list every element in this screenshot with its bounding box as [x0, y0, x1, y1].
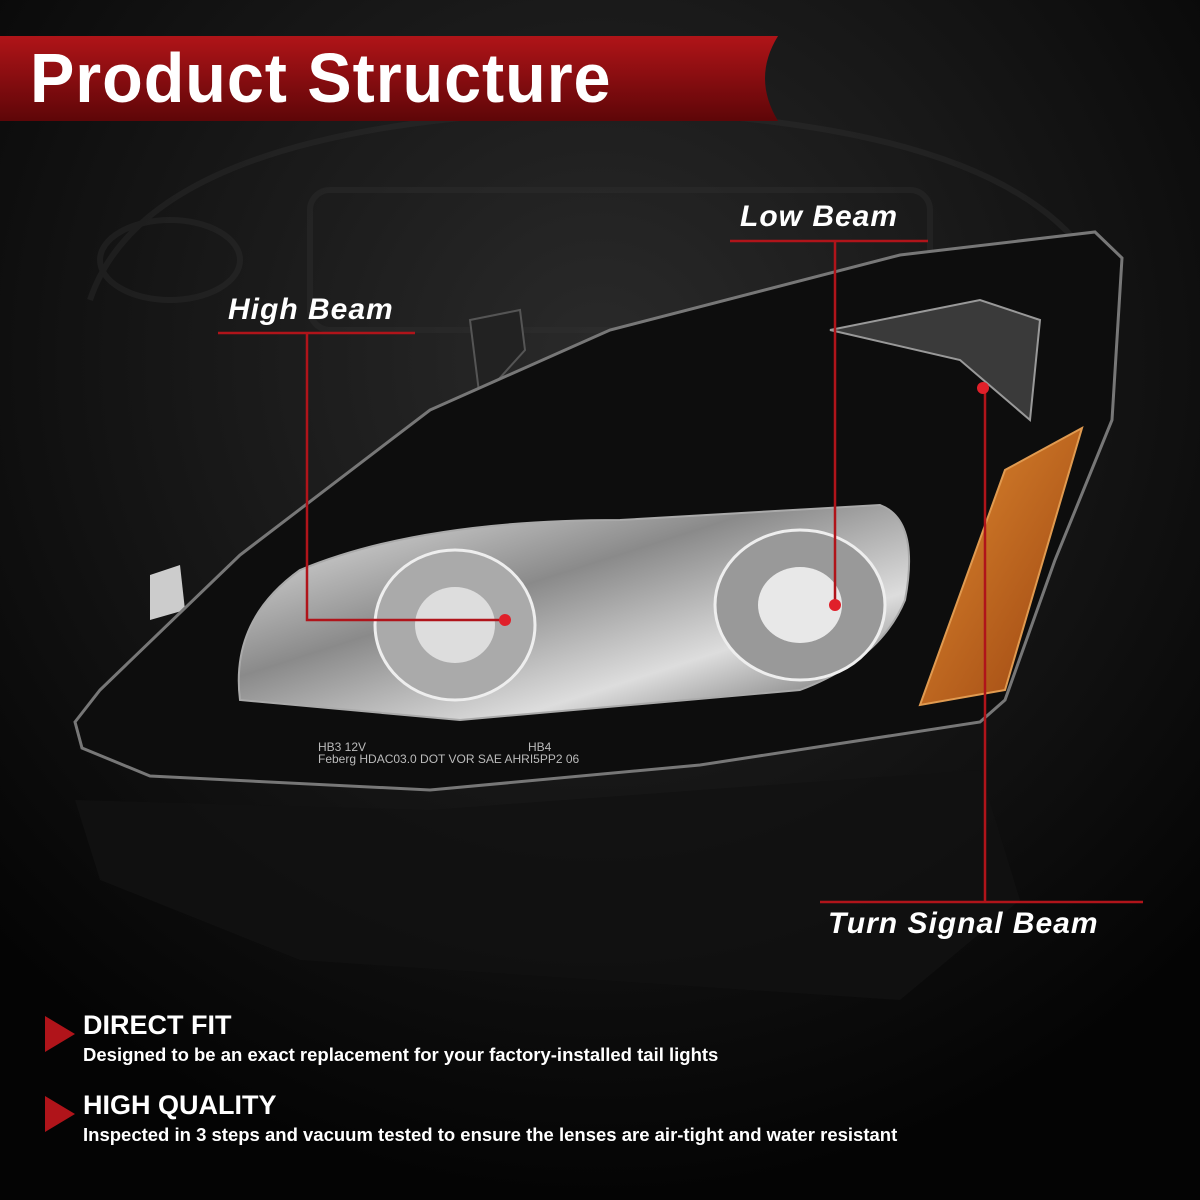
title-banner — [0, 36, 778, 121]
lens-marking: Feberg HDAC03.0 DOT VOR SAE AHRI5PP2 06 — [318, 752, 580, 766]
headlamp — [73, 230, 1124, 792]
feature-description: Designed to be an exact replacement for … — [83, 1044, 719, 1065]
callout-turn-signal: Turn Signal Beam — [828, 907, 1099, 940]
bullet-triangle-icon — [45, 1016, 75, 1052]
bullet-triangle-icon — [45, 1096, 75, 1132]
turn-signal-dot — [977, 382, 989, 394]
headlamp-reflection — [75, 770, 1020, 1000]
callout-high-beam: High Beam — [228, 293, 394, 326]
feature-description: Inspected in 3 steps and vacuum tested t… — [83, 1124, 898, 1145]
callout-low-beam: Low Beam — [740, 200, 899, 233]
page-title: Product Structure — [30, 39, 612, 117]
high-beam-dot — [499, 614, 511, 626]
callout-lines — [218, 239, 1143, 904]
feature-title: HIGH QUALITY — [83, 1090, 277, 1120]
lens-marking: HB4 — [528, 740, 552, 754]
low-beam-dot — [829, 599, 841, 611]
feature-title: DIRECT FIT — [83, 1010, 232, 1040]
lens-marking: HB3 12V — [318, 740, 366, 754]
